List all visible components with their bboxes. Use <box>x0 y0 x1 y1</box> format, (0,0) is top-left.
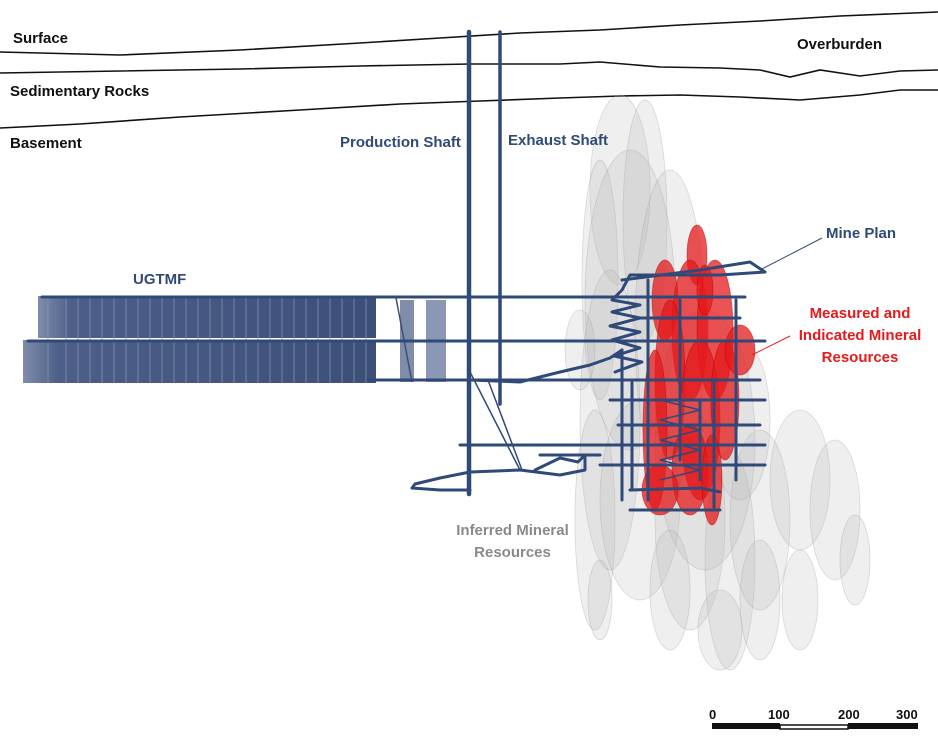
overburden-label: Overburden <box>797 36 883 53</box>
layer-boundaries <box>0 11 938 129</box>
leader-lines <box>751 237 823 356</box>
scale-bar-segment-3 <box>848 723 918 729</box>
scale-tick-0: 0 <box>709 707 717 722</box>
mine-plan-label: Mine Plan <box>826 225 897 242</box>
scale-bar <box>712 723 918 730</box>
scale-bar-segment-1 <box>712 723 780 729</box>
scale-tick-100: 100 <box>768 707 790 722</box>
production-shaft-label: Production Shaft <box>340 134 461 151</box>
inferred-resources-label: Inferred Mineral Resources <box>440 522 585 562</box>
measured-indicated-label: Measured and Indicated Mineral Resources <box>790 305 930 367</box>
ugtmf-label: UGTMF <box>133 271 187 288</box>
basement-label: Basement <box>10 135 82 152</box>
scale-tick-300: 300 <box>896 707 918 722</box>
basement-top-line <box>0 89 938 129</box>
exhaust-shaft-label: Exhaust Shaft <box>508 132 609 149</box>
inferred-line-2: Resources <box>474 544 551 561</box>
measured-indicated-line-3: Resources <box>821 349 899 366</box>
scale-tick-200: 200 <box>838 707 860 722</box>
ugtmf-upper-block <box>38 296 376 338</box>
mine-plan-leader <box>759 237 823 271</box>
resources-leader <box>751 335 791 356</box>
scale-bar-segment-2 <box>779 724 849 730</box>
measured-indicated-line-1: Measured and <box>809 305 911 322</box>
ugtmf-facility <box>23 296 446 383</box>
mine-plan-ramps <box>468 369 701 481</box>
ugtmf-lower-block <box>23 340 376 383</box>
mine-plan-development <box>26 260 767 512</box>
sedimentary-rocks-label: Sedimentary Rocks <box>10 83 150 100</box>
measured-indicated-line-2: Indicated Mineral <box>798 327 922 344</box>
inferred-line-1: Inferred Mineral <box>456 522 569 539</box>
sedimentary-top-line <box>0 61 938 78</box>
surface-label: Surface <box>13 30 69 47</box>
surface-line <box>0 11 938 56</box>
